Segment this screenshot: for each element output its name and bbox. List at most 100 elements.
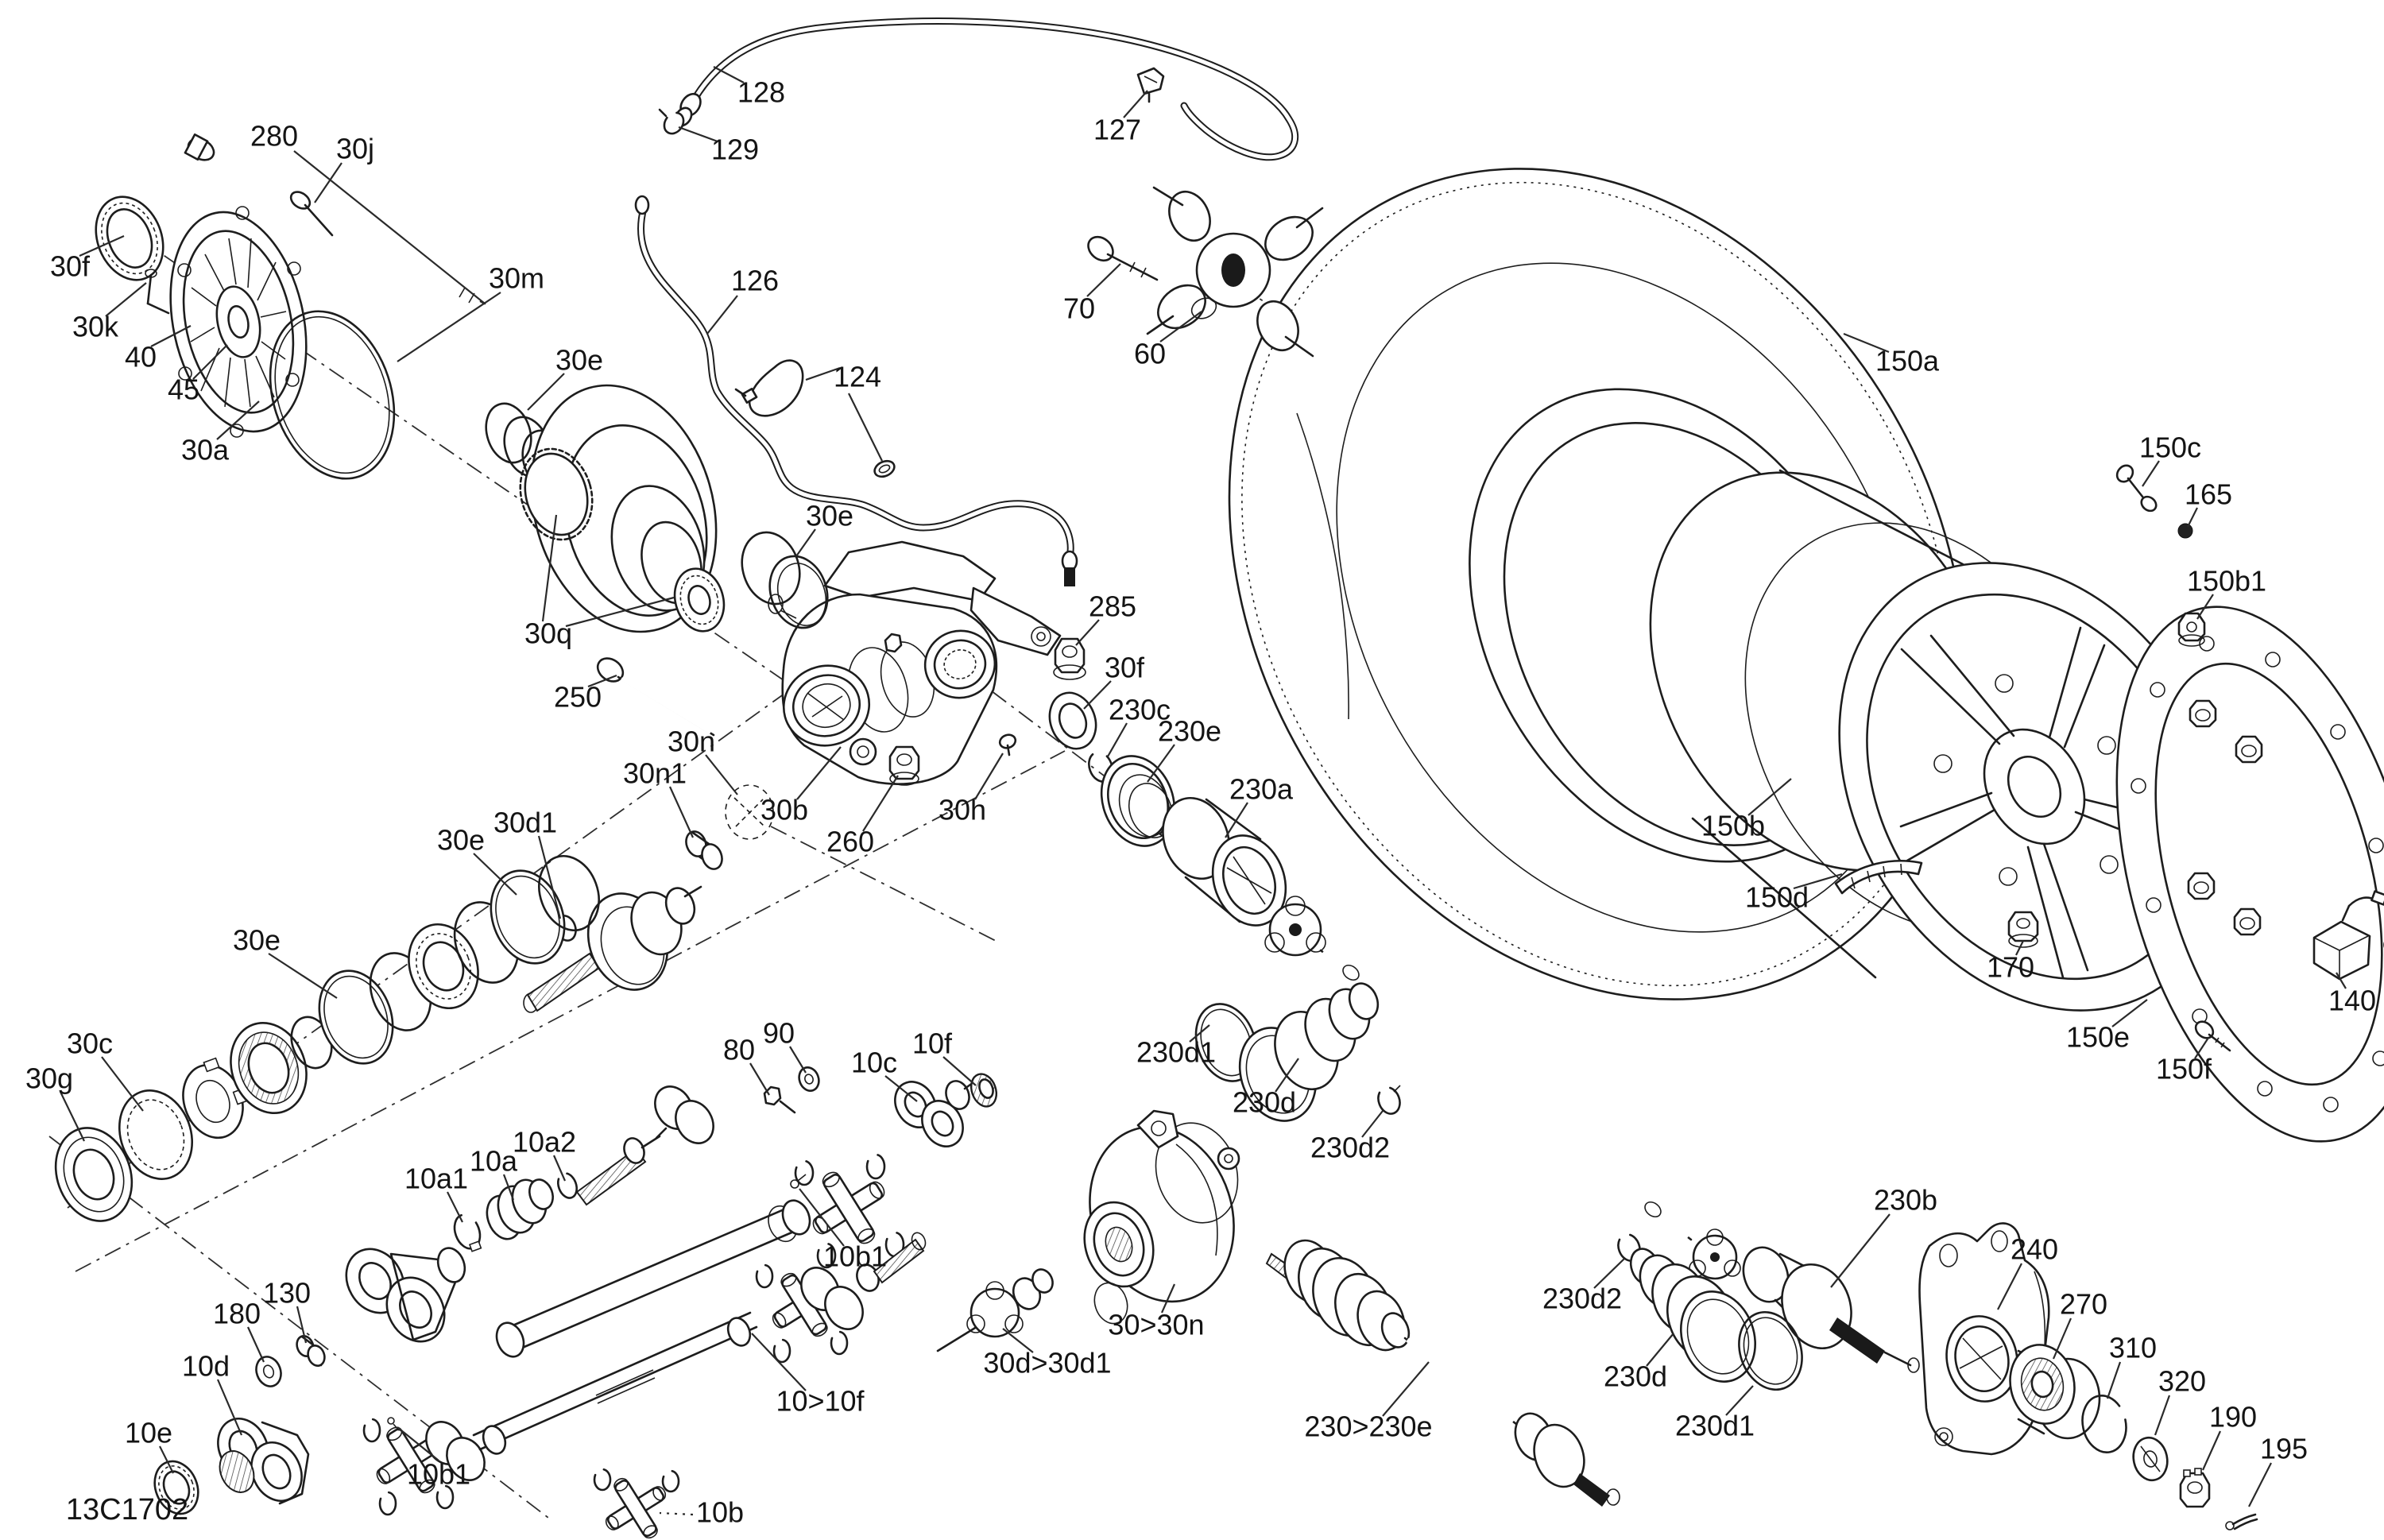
part-label-150f: 150f xyxy=(2156,1053,2212,1085)
part-label-230a: 230a xyxy=(1229,773,1294,806)
leader-line xyxy=(668,786,695,838)
wheel-nuts-150b1-set xyxy=(2187,699,2263,936)
part-label-30b: 30b xyxy=(760,794,808,826)
part-label-195: 195 xyxy=(2260,1433,2308,1465)
part-label-270: 270 xyxy=(2060,1288,2107,1321)
axle-assy-230-230e xyxy=(1265,1239,1620,1507)
leader-line xyxy=(541,514,558,622)
part-label-150a: 150a xyxy=(1875,345,1940,377)
tripod-joint-30d-30d1 xyxy=(936,1268,1054,1352)
part-label-10e: 10e xyxy=(125,1417,172,1449)
cv-joint-230a xyxy=(1159,796,1287,927)
gear-housing-30b xyxy=(768,540,1062,785)
seal-row xyxy=(54,854,600,1222)
boot-ring-230d1-a xyxy=(1194,1003,1258,1082)
leader-line xyxy=(799,1188,845,1247)
bolt-30j xyxy=(289,191,334,237)
bushing-30n1 xyxy=(685,830,723,870)
leader-line xyxy=(527,373,565,411)
leader-line xyxy=(1002,1328,1034,1353)
leader-line xyxy=(2154,1395,2171,1436)
leader-line xyxy=(159,1445,174,1474)
castle-nut-190 xyxy=(2179,1468,2211,1508)
washer-320 xyxy=(2132,1436,2169,1482)
part-label-30e: 30e xyxy=(806,500,853,532)
yoke-10c xyxy=(894,1079,977,1147)
leader-line xyxy=(79,234,125,257)
leader-line xyxy=(713,66,745,83)
leader-line xyxy=(1646,1333,1674,1367)
leader-line xyxy=(1123,90,1148,118)
part-label-10>10f: 10>10f xyxy=(776,1385,865,1418)
bolt-150f xyxy=(2194,1020,2231,1052)
part-label-250: 250 xyxy=(554,681,602,714)
cv-boot-230d-b xyxy=(1629,1248,1757,1383)
part-label-10b: 10b xyxy=(696,1496,744,1529)
part-label-30h: 30h xyxy=(939,794,986,826)
leader-line xyxy=(1361,1110,1384,1138)
leader-line xyxy=(2248,1462,2272,1507)
leader-line xyxy=(848,393,883,462)
leader-line xyxy=(1075,619,1100,646)
ujoint-10b xyxy=(593,1468,680,1539)
leader-line xyxy=(565,596,675,628)
part-label-10c: 10c xyxy=(851,1047,897,1079)
nut-260 xyxy=(888,745,920,786)
leader-line xyxy=(1793,873,1843,890)
part-label-30c: 30c xyxy=(67,1027,113,1060)
ujoint-cross-upper xyxy=(790,1153,905,1269)
leader-line xyxy=(2142,460,2160,487)
leader-line xyxy=(2336,972,2347,989)
hose-clamp-124 xyxy=(873,459,896,478)
leader-line xyxy=(2196,594,2214,620)
part-label-150c: 150c xyxy=(2139,431,2201,464)
oring-30m xyxy=(269,310,396,480)
leader-line xyxy=(1593,1258,1625,1289)
vent-hose-128 xyxy=(674,17,1299,161)
leader-line xyxy=(2194,1037,2209,1059)
part-label-130: 130 xyxy=(263,1277,311,1310)
part-label-10a2: 10a2 xyxy=(513,1126,576,1159)
leader-line xyxy=(678,126,718,143)
flange-nut-285 xyxy=(1053,637,1086,680)
part-label-30f: 30f xyxy=(1105,652,1145,684)
leader-line xyxy=(1086,263,1121,297)
diff-housing-30-30n xyxy=(1083,1109,1240,1325)
leader-line xyxy=(293,150,486,304)
leader-line xyxy=(974,753,1004,800)
part-label-230b: 230b xyxy=(1874,1184,1937,1217)
part-label-30d>30d1: 30d>30d1 xyxy=(983,1347,1111,1379)
leader-line xyxy=(1159,311,1202,342)
axle-shaft-230 xyxy=(1319,949,1693,1241)
part-label-10f: 10f xyxy=(912,1027,953,1060)
leader-line xyxy=(796,746,842,800)
part-label-30n1: 30n1 xyxy=(623,757,687,790)
leader-line xyxy=(2201,1430,2222,1471)
part-label-30q: 30q xyxy=(524,617,572,650)
leader-line xyxy=(101,1056,144,1112)
seal-10e xyxy=(153,1460,199,1515)
leader-line xyxy=(659,1511,694,1516)
valve-core-165 xyxy=(2177,523,2193,539)
part-label-30a: 30a xyxy=(181,434,230,466)
leader-line xyxy=(751,1333,807,1391)
part-label-240: 240 xyxy=(2011,1233,2058,1266)
leader-line xyxy=(192,344,228,380)
part-label-129: 129 xyxy=(711,133,759,166)
leader-line xyxy=(2111,999,2148,1027)
part-label-320: 320 xyxy=(2158,1365,2206,1398)
stud-30h xyxy=(998,733,1017,756)
ghost-bearing-30n xyxy=(725,784,774,840)
part-label-10d: 10d xyxy=(182,1350,230,1383)
wheel-nut-150b1 xyxy=(2177,612,2206,647)
leader-line xyxy=(1147,744,1175,783)
part-label-126: 126 xyxy=(731,265,779,297)
axle-bolt-280 xyxy=(184,133,486,305)
leader-line xyxy=(296,1306,308,1344)
part-label-70: 70 xyxy=(1063,292,1095,325)
leader-line xyxy=(795,528,816,557)
part-label-30d1: 30d1 xyxy=(493,807,557,839)
part-label-128: 128 xyxy=(737,76,785,109)
